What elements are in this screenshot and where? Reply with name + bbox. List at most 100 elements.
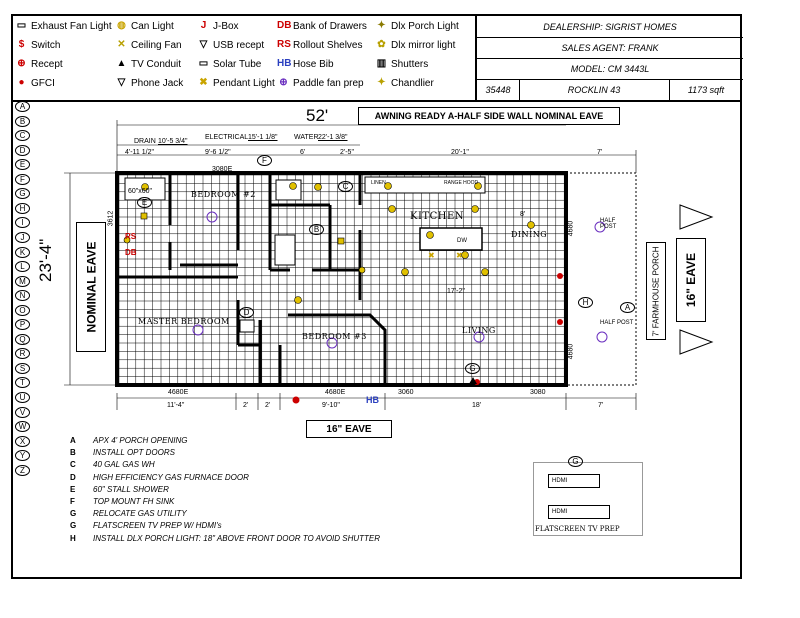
- reference-letter: A: [15, 101, 30, 112]
- right-eave-label: 16" EAVE: [684, 252, 699, 308]
- reference-letter: Y: [15, 450, 30, 462]
- electrical-label: ELECTRICAL: [205, 134, 249, 141]
- note-key: H: [70, 533, 76, 543]
- legend-label: Exhaust Fan Light: [31, 20, 112, 32]
- note-item: E 60" STALL SHOWER: [70, 485, 169, 494]
- legend-label: Solar Tube: [213, 58, 262, 70]
- shower-size: 60"x60": [128, 188, 153, 195]
- room-dining: DINING: [511, 230, 548, 239]
- reference-letter: M: [15, 275, 30, 287]
- bottom-eave-label: 16" EAVE: [306, 420, 392, 438]
- kitchen-counter: [364, 176, 486, 194]
- overall-depth: 23'-4": [36, 238, 55, 282]
- legend-label: Ceiling Fan: [131, 39, 182, 51]
- marker-e: E: [137, 197, 152, 208]
- marker-b: B: [309, 224, 324, 235]
- legend-label: Dlx Porch Light: [391, 20, 459, 32]
- rollout-marker: RS: [125, 232, 137, 241]
- note-key: E: [70, 484, 76, 494]
- paddle-fan-prep-icon: ⊕: [279, 77, 288, 88]
- electrical-value: 15'-1 1/8": [248, 134, 278, 141]
- note-key: A: [70, 436, 76, 445]
- bottom-dim-4: 9'-10": [322, 402, 340, 409]
- eave-arrow-top: [679, 204, 714, 230]
- hdmi-port-1: HDMI: [548, 474, 600, 488]
- tv-conduit-icon: ▲: [116, 58, 127, 69]
- drawing-sheet: [11, 14, 742, 579]
- reference-letter: Q: [15, 333, 30, 345]
- awning-note: AWNING READY A-HALF SIDE WALL NOMINAL EA…: [358, 107, 620, 125]
- note-key: F: [70, 497, 75, 506]
- usb-recept-icon: ▽: [199, 39, 208, 50]
- top-dim-6: 7': [597, 149, 603, 156]
- half-post-bottom: HALF POST: [600, 320, 634, 326]
- serial-row: 35448 ROCKLIN 43 1173 sqft: [477, 79, 743, 100]
- note-text: INSTALL DLX PORCH LIGHT: 18" ABOVE FRONT…: [93, 533, 381, 543]
- bottom-dim-3: 2': [265, 402, 271, 409]
- note-text: FLATSCREEN TV PREP W/ HDMI's: [93, 521, 222, 531]
- note-text: 40 GAL GAS WH: [93, 460, 155, 470]
- legend-item: ⊕Paddle fan prep: [277, 77, 363, 89]
- porch-label: 7' FARMHOUSE PORCH: [651, 246, 661, 336]
- legend-item: ✿Dlx mirror light: [375, 39, 455, 51]
- legend-item: ▥Shutters: [375, 58, 428, 70]
- reference-letter: Z: [15, 464, 30, 476]
- hdmi-port-2: HDMI: [548, 505, 610, 519]
- legend-label: Phone Jack: [131, 77, 184, 89]
- note-text: 60" STALL SHOWER: [93, 484, 169, 494]
- bottom-dim-1: 11'-4": [167, 402, 185, 409]
- agent-text: SALES AGENT: FRANK: [561, 42, 659, 53]
- square-footage: 1173 sqft: [687, 84, 725, 95]
- drain-label: DRAIN: [134, 138, 156, 145]
- hdmi-1-label: HDMI: [552, 478, 568, 484]
- note-item: H INSTALL DLX PORCH LIGHT: 18" ABOVE FRON…: [70, 534, 380, 543]
- note-key: C: [70, 460, 76, 470]
- range-hood-label: RANGE HOOD: [444, 180, 479, 186]
- legend-item: $Switch: [15, 39, 61, 51]
- interior-walls: [117, 175, 387, 385]
- reference-letter: K: [15, 246, 30, 258]
- legend-item: ▭Solar Tube: [197, 58, 262, 70]
- phone-jack-icon: ▽: [117, 77, 126, 88]
- marker-g: G: [465, 363, 480, 374]
- shutters-icon: ▥: [376, 58, 387, 69]
- drawers-marker: DB: [125, 248, 137, 257]
- chandlier-icon: ✦: [377, 77, 386, 88]
- furnace: [239, 319, 255, 333]
- vanity: [274, 234, 296, 266]
- legend-item: ▭Exhaust Fan Light: [15, 20, 112, 32]
- reference-letter: R: [15, 348, 30, 360]
- room-master-bedroom: MASTER BEDROOM: [138, 317, 230, 326]
- hose-bib-marker: HB: [366, 395, 379, 405]
- eave-arrow-bottom: [679, 329, 714, 355]
- room-bedroom-3: BEDROOM #3: [302, 332, 367, 341]
- model-text: MODEL: CM 3443L: [570, 63, 650, 74]
- legend-item: ✦ Chandlier: [375, 77, 434, 89]
- reference-letter: J: [15, 231, 30, 243]
- top-dim-3: 6': [300, 149, 306, 156]
- legend-label: Chandlier: [391, 77, 434, 89]
- pendant-light-icon: ✖: [199, 77, 208, 88]
- bottom-dimension-lines: [116, 393, 637, 410]
- reference-letter: L: [15, 261, 30, 273]
- note-text: RELOCATE GAS UTILITY: [93, 509, 187, 519]
- farmhouse-porch: [565, 172, 637, 386]
- top-window: 3080E: [212, 166, 233, 173]
- note-key: G: [70, 509, 77, 519]
- reference-letter: D: [15, 144, 30, 156]
- legend-label: Hose Bib: [293, 58, 334, 70]
- right-eave-box: 16" EAVE: [676, 238, 706, 322]
- linen-label: LINEN: [371, 180, 386, 186]
- dealership-row: DEALERSHIP: SIGRIST HOMES: [477, 16, 743, 38]
- reference-letter: C: [15, 130, 30, 142]
- gfci-icon: ●: [18, 77, 25, 88]
- legend-item: ▲TV Conduit: [115, 58, 181, 70]
- top-dim-1: 4'-11 1/2": [125, 149, 154, 156]
- legend-label: Dlx mirror light: [391, 39, 456, 51]
- reference-letter: F: [15, 173, 30, 185]
- reference-letter: T: [15, 377, 30, 389]
